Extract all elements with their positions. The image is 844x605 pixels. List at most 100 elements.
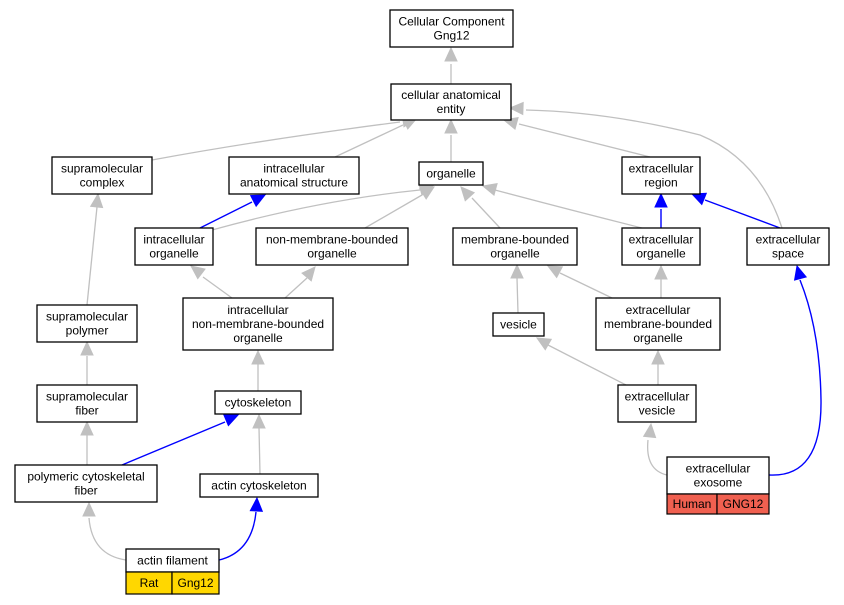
- node-label-line: cytoskeleton: [225, 396, 292, 410]
- node-actinfil[interactable]: actin filament: [125, 548, 220, 573]
- edge-arrowhead: [642, 422, 657, 439]
- node-box: [199, 473, 319, 498]
- node-label-line: region: [644, 176, 677, 190]
- node-box: [36, 384, 138, 423]
- node-label-line: actin filament: [137, 554, 208, 568]
- node-label-line: extracellular: [629, 162, 694, 176]
- node-box: [621, 227, 701, 266]
- edge-arrowhead: [510, 263, 524, 279]
- edge-arrowhead: [80, 420, 94, 436]
- node-label-line: cellular anatomical: [401, 88, 500, 102]
- edge-pcf-supfiber: [80, 420, 94, 465]
- edge-line: [211, 189, 421, 231]
- edge-ecorg-organelle: [481, 182, 651, 231]
- edge-organelle-cae: [444, 118, 458, 162]
- edge-line: [494, 189, 651, 231]
- edge-ecmbo-mbo: [546, 265, 613, 299]
- node-label-line: fiber: [75, 404, 98, 418]
- edge-mbo-organelle: [460, 186, 501, 229]
- edge-arrowhead: [190, 265, 206, 280]
- node-label-line: polymer: [66, 324, 109, 338]
- edge-inmbo-nmbo: [284, 266, 316, 299]
- node-label-line: extracellular: [756, 233, 821, 247]
- edge-arrowhead: [252, 413, 266, 429]
- node-label-line: exosome: [694, 476, 743, 490]
- node-box: [452, 227, 578, 266]
- node-box: [134, 227, 214, 266]
- node-box: [595, 297, 721, 351]
- node-label-line: non-membrane-bounded: [192, 317, 324, 331]
- edge-line: [559, 272, 613, 299]
- node-label-line: extracellular: [625, 390, 690, 404]
- edge-arrowhead: [444, 118, 458, 134]
- node-label-line: organelle: [490, 247, 540, 261]
- edge-intorg-ias: [199, 194, 267, 229]
- node-box: [51, 156, 153, 195]
- node-label-line: complex: [80, 176, 125, 190]
- edge-ecspace-ecregion: [690, 192, 781, 229]
- edge-arrowhead: [460, 186, 476, 202]
- node-label-line: membrane-bounded: [604, 317, 712, 331]
- edge-exosome-ecspace: [768, 264, 822, 476]
- node-label-line: polymeric cytoskeletal: [27, 470, 144, 484]
- node-label-line: intracellular: [227, 303, 288, 317]
- node-label-line: anatomical structure: [240, 176, 348, 190]
- edge-line: [768, 279, 822, 476]
- edge-ecvesicle-ecmbo: [651, 349, 665, 385]
- edge-line: [704, 199, 781, 229]
- node-label-line: space: [772, 247, 804, 261]
- edge-line: [202, 276, 233, 299]
- node-cytoskeleton[interactable]: cytoskeleton: [214, 390, 302, 415]
- edge-pcf-cytoskeleton: [121, 414, 240, 466]
- edge-actinfil-actinsk: [218, 496, 264, 561]
- node-box: [14, 464, 158, 503]
- node-label-line: organelle: [633, 331, 683, 345]
- edge-ecorg-ecregion: [654, 192, 668, 228]
- edge-line: [646, 439, 668, 476]
- node-organelle[interactable]: organelle: [418, 161, 484, 186]
- node-label-line: Cellular Component: [398, 15, 505, 29]
- edge-line: [516, 277, 519, 314]
- edge-arrowhead: [249, 496, 264, 512]
- node-vesicle[interactable]: vesicle: [492, 312, 545, 337]
- node-label-line: organelle: [636, 247, 686, 261]
- edge-line: [284, 277, 308, 299]
- edge-cytoskeleton-inmbo: [251, 349, 265, 391]
- edge-ecvesicle-vesicle: [535, 337, 627, 386]
- node-label-line: intracellular: [263, 162, 324, 176]
- node-label-line: extracellular: [686, 462, 751, 476]
- edge-arrowhead: [793, 264, 808, 281]
- edge-arrowhead: [535, 337, 553, 351]
- node-actinsk[interactable]: actin cytoskeleton: [199, 473, 319, 498]
- edge-arrowhead: [546, 265, 564, 279]
- node-label-line: supramolecular: [46, 310, 128, 324]
- node-box: [418, 161, 484, 186]
- edge-arrowhead: [508, 101, 524, 116]
- edge-line: [86, 206, 98, 306]
- edge-line: [121, 421, 226, 466]
- gene-cell: [716, 493, 770, 515]
- node-inmbo[interactable]: intracellularnon-membrane-boundedorganel…: [182, 297, 334, 351]
- node-label-line: Gng12: [433, 29, 469, 43]
- edge-ecregion-cae: [502, 116, 651, 158]
- edge-arrowhead: [251, 349, 265, 365]
